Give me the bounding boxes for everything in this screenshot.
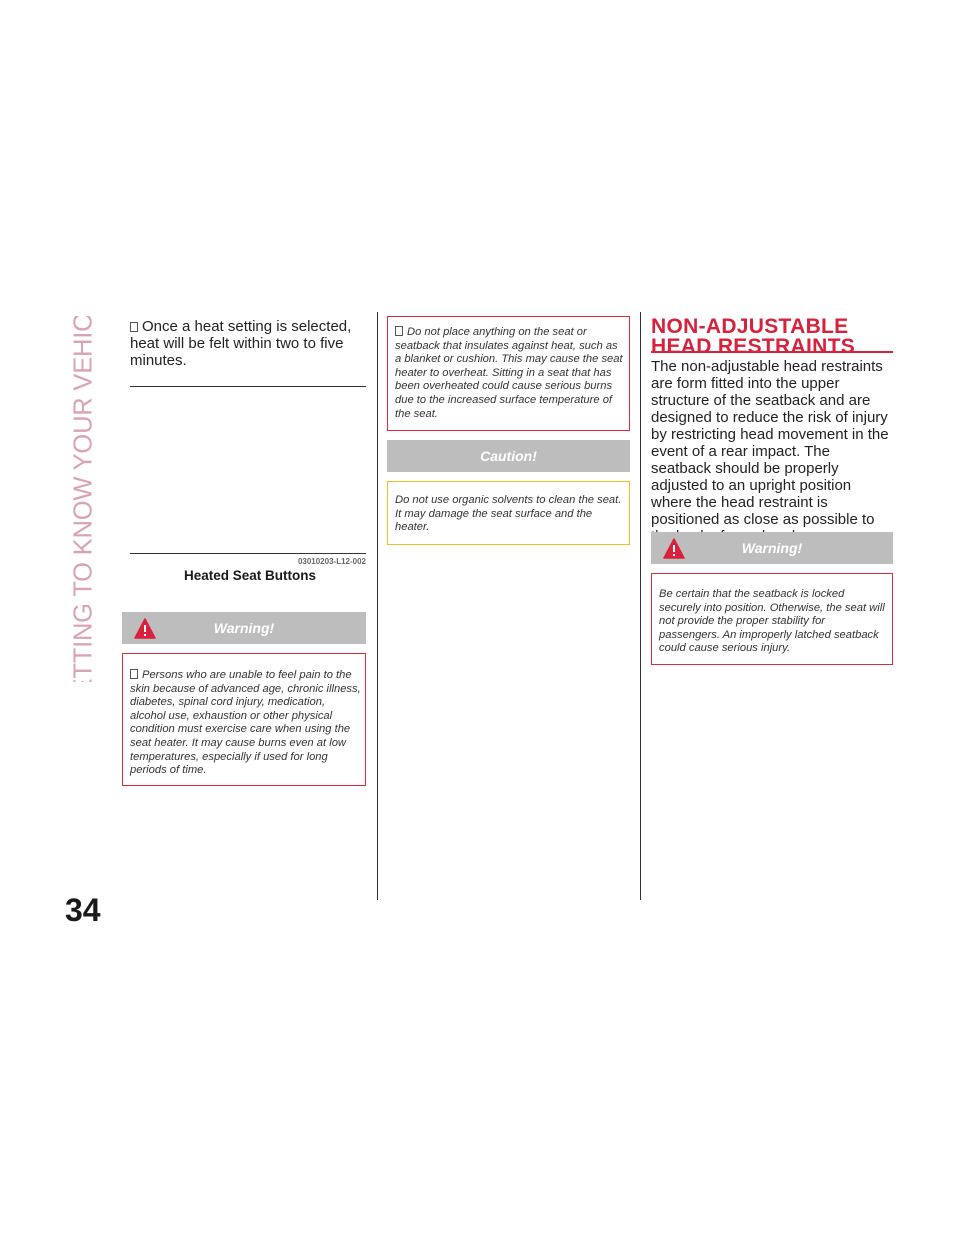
section-title-line-2: HEAD RESTRAINTS	[651, 335, 856, 358]
section-title-line-1: NON-ADJUSTABLE	[651, 315, 849, 338]
warning-text-2: Do not place anything on the seat or sea…	[395, 326, 626, 421]
caution-title: Caution!	[387, 440, 630, 472]
figure-caption: Heated Seat Buttons	[183, 568, 316, 583]
checkbox-bullet-icon	[395, 326, 403, 336]
figure-id: 03010203-L12-002	[297, 557, 366, 566]
column-divider-right	[640, 312, 641, 900]
head-restraints-paragraph: The non-adjustable head restraints are f…	[651, 358, 889, 545]
warning-triangle-icon	[134, 618, 156, 639]
warning-text-3: Be certain that the seatback is locked s…	[659, 588, 885, 655]
heat-setting-text: Once a heat setting is selected, heat wi…	[130, 318, 352, 369]
checkbox-bullet-icon	[130, 669, 138, 679]
caution-box: Do not use organic solvents to clean the…	[387, 481, 630, 545]
chapter-side-tab: GETTING TO KNOW YOUR VEHICLE	[62, 316, 106, 682]
figure-bottom-rule	[130, 553, 366, 554]
caution-text: Do not use organic solvents to clean the…	[395, 494, 622, 534]
warning-box-3: Be certain that the seatback is locked s…	[651, 573, 893, 665]
warning-header-3: Warning!	[651, 532, 893, 564]
heat-setting-paragraph: Once a heat setting is selected, heat wi…	[130, 318, 366, 369]
warning-title-3: Warning!	[651, 532, 893, 564]
section-title-underline	[651, 351, 893, 353]
column-divider-left	[377, 312, 378, 900]
warning-box-2: Do not place anything on the seat or sea…	[387, 316, 630, 431]
warning-triangle-icon	[663, 538, 685, 559]
figure-top-rule	[130, 386, 366, 387]
warning-box-1: Persons who are unable to feel pain to t…	[122, 653, 366, 786]
checkbox-bullet-icon	[130, 322, 138, 332]
warning-text-1-content: Persons who are unable to feel pain to t…	[130, 669, 361, 777]
page-number: 34	[65, 892, 101, 928]
caution-header: Caution!	[387, 440, 630, 472]
warning-text-1: Persons who are unable to feel pain to t…	[130, 669, 362, 778]
warning-text-2-content: Do not place anything on the seat or sea…	[395, 326, 623, 420]
chapter-title: GETTING TO KNOW YOUR VEHICLE	[69, 316, 98, 682]
warning-header-1: Warning!	[122, 612, 366, 644]
warning-title-1: Warning!	[122, 612, 366, 644]
